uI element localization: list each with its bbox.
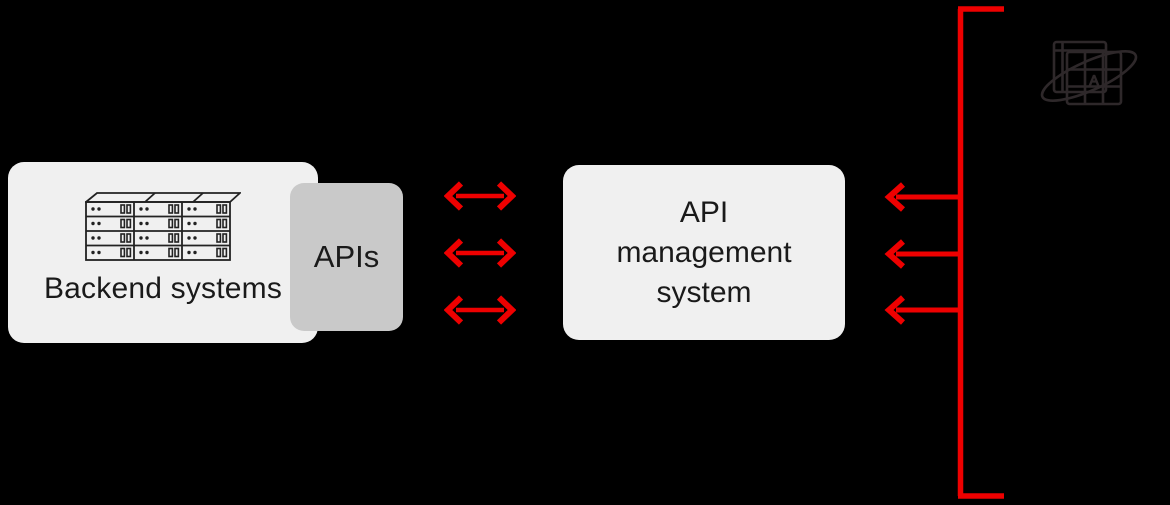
server-rack-icon [85,192,241,261]
api-globe-icon: A [1040,40,1138,106]
inbound-arrow-icon [884,182,961,212]
apis-box: APIs [290,183,403,331]
mgmt-label-line-3: system [656,275,752,309]
icon-letter-a: A [1089,72,1099,88]
inbound-arrow-icon [884,239,961,269]
bidirectional-arrow-icon [444,181,516,211]
inbound-arrow-icon [884,295,961,325]
backend-systems-box: Backend systems [8,162,318,343]
api-management-system-box: API management system [563,165,845,340]
bidirectional-arrow-icon [444,295,516,325]
backend-systems-label: Backend systems [43,272,283,305]
apis-label: APIs [313,239,380,274]
mgmt-label-line-1: API [679,195,729,229]
mgmt-label-line-2: management [616,235,792,269]
bidirectional-arrow-icon [444,238,516,268]
client-bracket-arrows [884,6,1004,499]
